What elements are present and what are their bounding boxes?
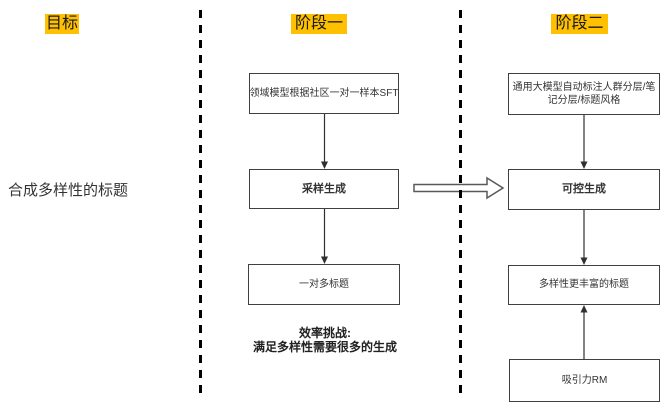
header-goal: 目标 <box>45 14 79 34</box>
box-one-to-many-titles: 一对多标题 <box>248 264 400 305</box>
arrowhead-down-icon <box>321 161 328 169</box>
dashed-divider-1 <box>199 10 202 400</box>
box-controllable-generation: 可控生成 <box>508 169 660 210</box>
header-phase2: 阶段二 <box>551 14 608 34</box>
note-line2: 满足多样性需要很多的生成 <box>252 340 397 354</box>
box-attractiveness-rm: 吸引力RM <box>509 359 660 402</box>
efficiency-challenge-note: 效率挑战: 满足多样性需要很多的生成 <box>240 326 410 354</box>
header-phase1: 阶段一 <box>291 14 347 34</box>
box-sampling-generation: 采样生成 <box>249 169 399 209</box>
dashed-divider-2 <box>459 10 462 400</box>
box-domain-model-sft: 领域模型根据社区一对一样本SFT <box>249 73 399 114</box>
arrowhead-down-icon <box>580 161 588 169</box>
goal-text: 合成多样性的标题 <box>8 182 129 199</box>
box-diverse-titles: 多样性更丰富的标题 <box>508 265 660 305</box>
note-line1: 效率挑战: <box>299 326 351 340</box>
box-llm-auto-annotation: 通用大模型自动标注人群分层/笔记分层/标题风格 <box>508 73 660 115</box>
arrowhead-down-icon <box>580 257 588 265</box>
arrowhead-up-icon <box>580 305 588 313</box>
arrowhead-down-icon <box>321 256 328 264</box>
